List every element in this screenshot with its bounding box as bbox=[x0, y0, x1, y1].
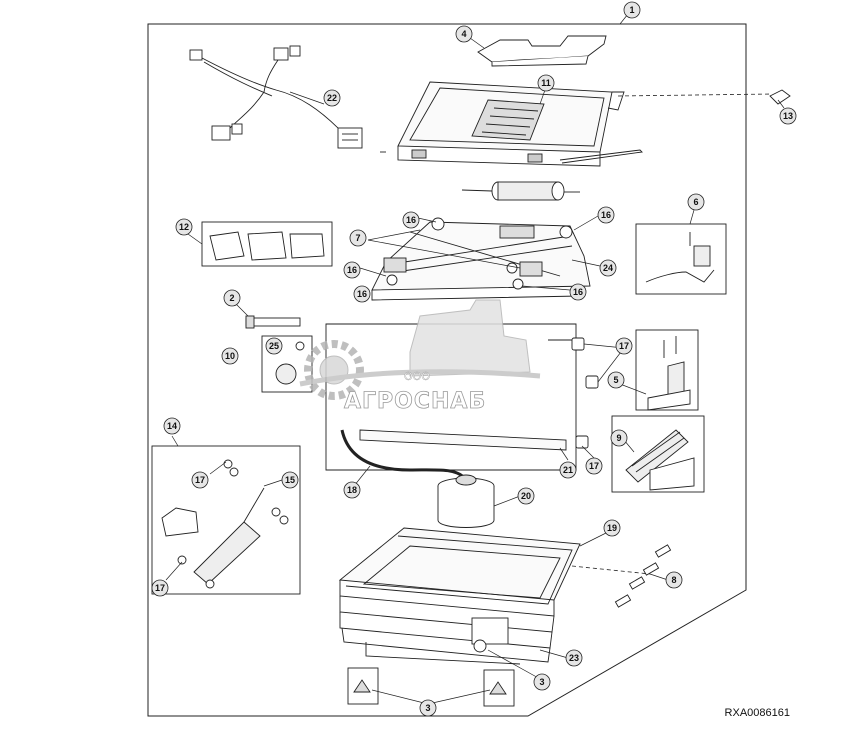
callout-10: 10 bbox=[221, 347, 239, 365]
callout-15: 15 bbox=[281, 471, 299, 489]
part-bushings bbox=[571, 337, 599, 449]
callout-6: 6 bbox=[687, 193, 705, 211]
part-air-spring bbox=[437, 474, 495, 528]
leader-lines bbox=[165, 13, 785, 705]
callout-label: 6 bbox=[693, 197, 698, 207]
callout-20: 20 bbox=[517, 487, 535, 505]
callout-label: 17 bbox=[195, 475, 205, 485]
callout-label: 4 bbox=[461, 29, 466, 39]
callout-label: 21 bbox=[563, 465, 573, 475]
callout-label: 7 bbox=[355, 233, 360, 243]
part-feet bbox=[347, 667, 515, 707]
callout-label: 15 bbox=[285, 475, 295, 485]
callout-label: 12 bbox=[179, 222, 189, 232]
callout-5: 5 bbox=[607, 371, 625, 389]
callout-24: 24 bbox=[599, 259, 617, 277]
callout-label: 24 bbox=[603, 263, 613, 273]
callout-16-c: 16 bbox=[343, 261, 361, 279]
callout-label: 3 bbox=[539, 677, 544, 687]
callout-label: 23 bbox=[569, 653, 579, 663]
callout-22: 22 bbox=[323, 89, 341, 107]
callout-23: 23 bbox=[565, 649, 583, 667]
callout-label: 5 bbox=[613, 375, 618, 385]
watermark-name: АГРОСНАБ bbox=[344, 389, 486, 414]
callout-2: 2 bbox=[223, 289, 241, 307]
callout-17-a: 17 bbox=[615, 337, 633, 355]
callout-bubbles: 1 4 11 22 13 16 16 7 16 24 16 16 12 6 2 … bbox=[151, 1, 797, 717]
callout-4: 4 bbox=[455, 25, 473, 43]
callout-label: 22 bbox=[327, 93, 337, 103]
callout-9: 9 bbox=[610, 429, 628, 447]
callout-17-b: 17 bbox=[585, 457, 603, 475]
part-mount-bracket bbox=[635, 329, 699, 411]
callout-label: 16 bbox=[406, 215, 416, 225]
part-studs bbox=[614, 544, 672, 608]
callout-label: 16 bbox=[357, 289, 367, 299]
callout-12: 12 bbox=[175, 218, 193, 236]
callout-21: 21 bbox=[559, 461, 577, 479]
leader-dashed-8 bbox=[571, 565, 651, 575]
watermark-prefix: ООО bbox=[404, 370, 430, 383]
part-air-hose bbox=[340, 429, 468, 481]
company-watermark: ООО АГРОСНАБ bbox=[299, 299, 541, 414]
callout-label: 10 bbox=[225, 351, 235, 361]
callout-label: 8 bbox=[671, 575, 676, 585]
leader-dashed-13 bbox=[617, 93, 773, 97]
part-shock-absorber-kit bbox=[151, 445, 301, 595]
part-seat-frame bbox=[380, 81, 643, 167]
part-scissor-mechanism bbox=[371, 217, 591, 301]
callout-label: 19 bbox=[607, 523, 617, 533]
callout-label: 16 bbox=[573, 287, 583, 297]
callout-7: 7 bbox=[349, 229, 367, 247]
callout-16-a: 16 bbox=[402, 211, 420, 229]
part-lever-bracket bbox=[635, 223, 727, 295]
part-wire-harness bbox=[189, 45, 363, 149]
part-bracket-plate bbox=[477, 35, 607, 67]
callout-label: 25 bbox=[269, 341, 279, 351]
part-bellows-base bbox=[338, 527, 581, 665]
callout-3-b: 3 bbox=[419, 699, 437, 717]
callout-3-a: 3 bbox=[533, 673, 551, 691]
assembly-boundary bbox=[147, 23, 747, 717]
part-clip bbox=[769, 89, 791, 105]
callout-8: 8 bbox=[665, 571, 683, 589]
callout-25: 25 bbox=[265, 337, 283, 355]
callout-label: 1 bbox=[629, 5, 634, 15]
callout-label: 16 bbox=[601, 210, 611, 220]
part-trim-covers bbox=[201, 221, 333, 267]
callout-18: 18 bbox=[343, 481, 361, 499]
callout-label: 17 bbox=[155, 583, 165, 593]
callout-17-d: 17 bbox=[151, 579, 169, 597]
callout-label: 17 bbox=[619, 341, 629, 351]
callout-11: 11 bbox=[537, 74, 555, 92]
callout-label: 13 bbox=[783, 111, 793, 121]
part-spring-assembly bbox=[611, 415, 705, 493]
callout-label: 2 bbox=[229, 293, 234, 303]
tractor-icon bbox=[409, 299, 531, 377]
callout-16-b: 16 bbox=[597, 206, 615, 224]
part-rod bbox=[245, 315, 301, 329]
callout-label: 17 bbox=[589, 461, 599, 471]
callout-label: 16 bbox=[347, 265, 357, 275]
callout-17-c: 17 bbox=[191, 471, 209, 489]
figure-reference-code: RXA0086161 bbox=[725, 707, 790, 719]
callout-label: 3 bbox=[425, 703, 430, 713]
callout-label: 11 bbox=[541, 78, 551, 88]
part-damper-cylinder-upper bbox=[461, 181, 580, 201]
callout-1: 1 bbox=[623, 1, 641, 19]
callout-16-e: 16 bbox=[353, 285, 371, 303]
callout-label: 20 bbox=[521, 491, 531, 501]
callout-16-d: 16 bbox=[569, 283, 587, 301]
callout-14: 14 bbox=[163, 417, 181, 435]
callout-label: 18 bbox=[347, 485, 357, 495]
callout-label: 14 bbox=[167, 421, 177, 431]
callout-13: 13 bbox=[779, 107, 797, 125]
callout-label: 9 bbox=[616, 433, 621, 443]
callout-19: 19 bbox=[603, 519, 621, 537]
